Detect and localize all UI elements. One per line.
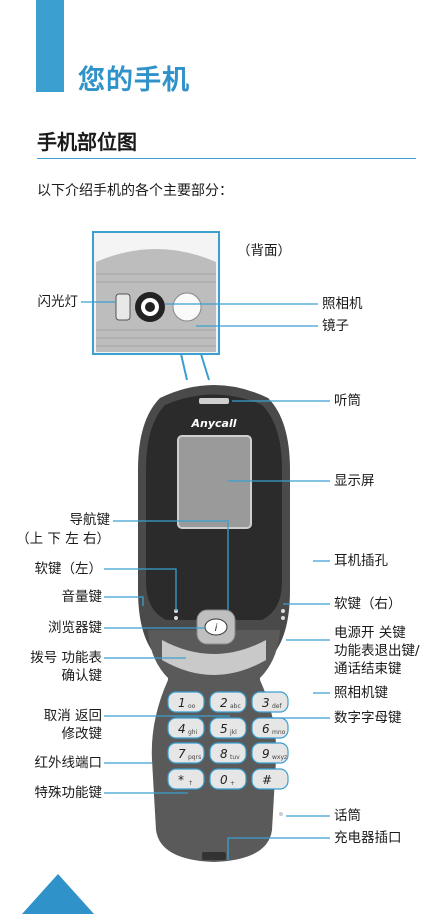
label-headset-jack: 耳机插孔 <box>334 553 388 569</box>
label-alnum: 数字字母键 <box>334 710 402 726</box>
keypad-key-letters: ghi <box>188 729 198 736</box>
label-browser: 浏览器键 <box>48 620 102 636</box>
keypad-key-number: 8 <box>220 747 228 761</box>
keypad-key-letters: jkl <box>229 729 237 736</box>
label-special: 特殊功能键 <box>34 785 103 801</box>
keypad-key-letters: oo <box>188 703 196 710</box>
leader-lines <box>81 301 330 860</box>
keypad-key-letters: ↑ <box>188 780 193 787</box>
brand-logo: Anycall <box>191 417 237 430</box>
back-texture <box>96 273 216 347</box>
keypad-key-number: 1 <box>178 696 186 710</box>
chapter-title: 您的手机 <box>78 65 190 96</box>
keypad-key-number: 3 <box>262 696 270 710</box>
keypad-key-letters: wxyz <box>272 754 287 761</box>
label-mirror: 镜子 <box>322 318 349 334</box>
label-camera-key: 照相机键 <box>334 685 388 701</box>
label-power-1: 电源开 关键 <box>334 625 406 641</box>
keypad-key-letters: + <box>230 780 235 787</box>
label-back-view: （背面） <box>237 243 291 259</box>
label-display: 显示屏 <box>334 473 375 489</box>
section-divider <box>37 158 416 159</box>
section-title: 手机部位图 <box>37 130 137 154</box>
label-power-3: 通话结束键 <box>334 661 402 677</box>
label-mic: 话筒 <box>334 808 361 824</box>
keypad-key-9: *↑ <box>167 768 205 790</box>
label-cancel-1: 取消 返回 <box>43 708 102 724</box>
label-power-2: 功能表退出键/ <box>334 643 420 659</box>
keypad-key-number: * <box>178 773 184 787</box>
label-camera: 照相机 <box>322 296 363 312</box>
label-volume: 音量键 <box>61 589 103 605</box>
charger-port-icon <box>202 852 226 860</box>
keypad-key-number: 2 <box>220 696 228 710</box>
label-nav-keys-1: 导航键 <box>69 512 111 528</box>
label-dial-1: 拨号 功能表 <box>30 650 102 666</box>
keypad-key-number: 4 <box>178 722 186 736</box>
label-earpiece: 听筒 <box>334 393 361 409</box>
flash-icon <box>115 293 131 321</box>
keypad-key-11: # <box>251 768 289 790</box>
browser-key <box>204 618 228 636</box>
keypad-key-number: 9 <box>262 747 270 761</box>
keypad-key-letters: abc <box>230 703 241 710</box>
label-ir-port: 红外线端口 <box>34 755 103 771</box>
label-soft-right: 软键（右） <box>334 596 402 612</box>
label-charger: 充电器插口 <box>334 830 402 846</box>
keypad-key-letters: def <box>272 703 283 710</box>
label-nav-keys-2: （上 下 左 右） <box>16 531 110 547</box>
keypad-key-number: 7 <box>178 747 186 761</box>
label-flash: 闪光灯 <box>37 294 79 310</box>
mirror-icon <box>172 292 202 322</box>
display-screen <box>177 435 252 529</box>
accent-bar <box>36 0 64 92</box>
keypad-key-10: 0+ <box>209 768 247 790</box>
earpiece-icon <box>199 398 229 404</box>
keypad-key-number: 5 <box>220 722 228 736</box>
keypad-key-letters: mno <box>272 729 286 736</box>
intro-text: 以下介绍手机的各个主要部分： <box>37 183 233 199</box>
label-dial-2: 确认键 <box>61 668 103 684</box>
page-corner-mark <box>22 874 94 914</box>
keypad-key-letters: tuv <box>230 754 240 761</box>
mic-icon <box>279 812 283 816</box>
keypad-key-letters: pqrs <box>188 754 201 761</box>
keypad-key-number: 6 <box>262 722 270 736</box>
keypad-key-number: # <box>262 773 272 787</box>
svg-text:i: i <box>215 623 218 634</box>
label-soft-left: 软键（左） <box>34 561 103 577</box>
label-cancel-2: 修改键 <box>61 726 103 742</box>
keypad-key-number: 0 <box>220 773 228 787</box>
